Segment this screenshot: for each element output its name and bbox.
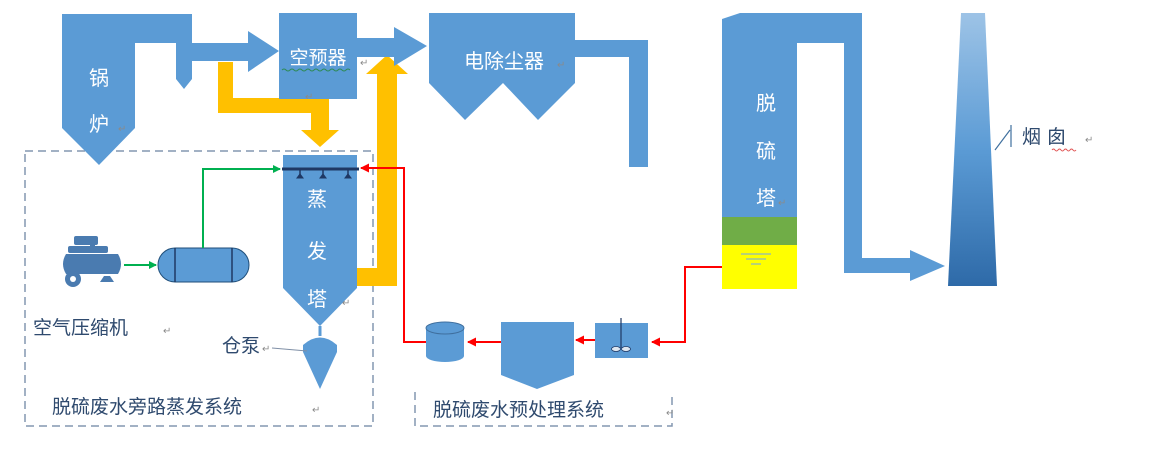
desulfurization-tower-shape	[722, 13, 945, 281]
clarifier-shape	[501, 322, 574, 389]
chimney-shape	[948, 13, 997, 286]
group-pretreatment-system	[414, 392, 673, 427]
group-border	[24, 150, 374, 427]
desulfurization-tower-label-1: 脱	[756, 91, 776, 115]
clarifier	[501, 322, 574, 389]
silo-pump-shape	[303, 337, 337, 389]
electrostatic-precipitator: 电除尘器	[429, 13, 575, 120]
buffer-tank	[425, 321, 465, 362]
flue-arrow-boiler-to-aph	[192, 31, 279, 72]
chimney: 烟 囱	[948, 13, 1077, 286]
group-border	[414, 392, 673, 427]
wastewater-line-buffer-to-nozzles	[360, 163, 426, 343]
chimney-label: 烟 囱	[1022, 126, 1066, 148]
silo-pump-leader-line	[271, 347, 308, 352]
esp-label: 电除尘器	[464, 49, 544, 73]
pretreatment-system-label: 脱硫废水预处理系统	[433, 399, 604, 421]
boiler-shape	[62, 14, 192, 165]
air-preheater-label: 空预器	[289, 47, 346, 69]
paragraph-mark: ↵	[1085, 135, 1093, 146]
air-line-tank-to-nozzles	[202, 165, 281, 248]
evaporation-tower-shape	[283, 155, 357, 326]
buffer-tank-body	[426, 328, 464, 362]
desulfurization-tower-label-3: 塔	[756, 186, 776, 210]
air-preheater: 空预器	[279, 13, 357, 99]
agitator-blade	[611, 346, 621, 352]
packing-layer	[722, 217, 797, 245]
evaporation-tower-label-1: 蒸	[307, 187, 327, 211]
flue-duct-esp-outlet	[575, 40, 648, 167]
chimney-leader-line	[994, 129, 1011, 151]
paragraph-mark: ↵	[778, 198, 786, 209]
buffer-tank-top	[425, 321, 465, 335]
liquid-level-icon	[741, 253, 771, 265]
spellcheck-underline	[1051, 148, 1077, 152]
paragraph-mark: ↵	[666, 408, 674, 419]
nozzle-icons	[296, 169, 352, 179]
evaporation-tower-label-3: 塔	[307, 287, 327, 311]
flue-arrow-aph-to-esp	[357, 27, 427, 66]
desulfurization-tower-label-2: 硫	[756, 139, 776, 163]
esp-shape	[429, 13, 575, 120]
air-tank-shape	[157, 247, 250, 283]
bypass-flue-duct-return	[355, 55, 408, 286]
silo-pump-label: 仓泵	[222, 335, 260, 357]
paragraph-mark: ↵	[118, 124, 126, 135]
slurry-pool	[722, 245, 797, 289]
evaporation-tower-label-2: 发	[307, 239, 327, 263]
desulfurization-tower: 脱 硫 塔	[722, 13, 945, 289]
evaporation-tower: 蒸 发 塔	[282, 155, 359, 326]
group-bypass-evaporation-system	[24, 150, 374, 427]
paragraph-mark: ↵	[557, 60, 565, 71]
air-compressor-icon	[63, 236, 121, 287]
boiler-label-2: 炉	[89, 112, 109, 136]
paragraph-mark: ↵	[163, 326, 171, 337]
paragraph-mark: ↵	[312, 405, 320, 416]
air-tank	[157, 247, 250, 283]
bypass-evaporation-system-label: 脱硫废水旁路蒸发系统	[52, 396, 242, 418]
spellcheck-underline	[281, 68, 351, 72]
silo-pump: 仓泵	[222, 326, 337, 389]
agitator-blade	[621, 346, 631, 352]
wastewater-line-tower-to-mixer	[651, 266, 722, 347]
air-compressor-label: 空气压缩机	[33, 317, 128, 339]
mixing-tank	[595, 318, 648, 358]
bypass-flue-duct-in	[218, 62, 339, 147]
paragraph-mark: ↵	[360, 58, 368, 69]
paragraph-mark: ↵	[342, 298, 350, 309]
air-preheater-shape	[279, 13, 357, 99]
boiler: 锅 炉	[62, 14, 192, 165]
paragraph-mark: ↵	[305, 92, 313, 103]
paragraph-mark: ↵	[262, 344, 270, 355]
boiler-label-1: 锅	[89, 66, 109, 90]
